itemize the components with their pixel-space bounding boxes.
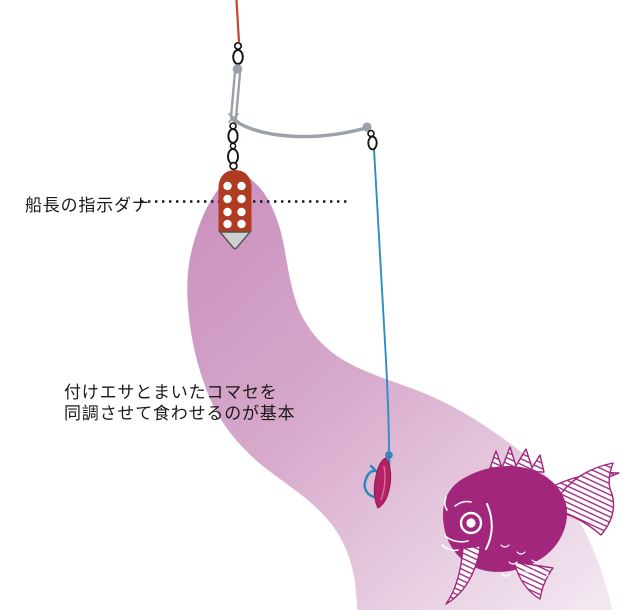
main-line xyxy=(235,0,241,43)
komase-cage xyxy=(218,170,252,250)
fish-dorsal-fin xyxy=(488,446,545,473)
fish-body xyxy=(442,466,568,572)
fish xyxy=(441,446,620,605)
caption-line-2: 同調させて食わせるのが基本 xyxy=(64,404,296,423)
sinker xyxy=(219,231,251,250)
tenbin-arm xyxy=(228,64,372,139)
fish-tail-fin xyxy=(555,462,615,536)
cage-swivel-chain xyxy=(227,122,239,171)
top-swivel xyxy=(232,41,244,65)
bait xyxy=(373,457,392,509)
tana-label: 船長の指示ダナ xyxy=(25,196,150,215)
leader-swivel xyxy=(367,129,378,151)
caption-line-1: 付けエサとまいたコマセを xyxy=(64,383,278,402)
leader-line xyxy=(373,148,390,453)
fish-pectoral-fin xyxy=(445,545,481,605)
caption-label: 付けエサとまいたコマセを 同調させて食わせるのが基本 xyxy=(64,382,295,424)
fish-details xyxy=(441,496,549,578)
cage-holes xyxy=(223,181,246,229)
fish-anal-fin xyxy=(513,561,554,600)
